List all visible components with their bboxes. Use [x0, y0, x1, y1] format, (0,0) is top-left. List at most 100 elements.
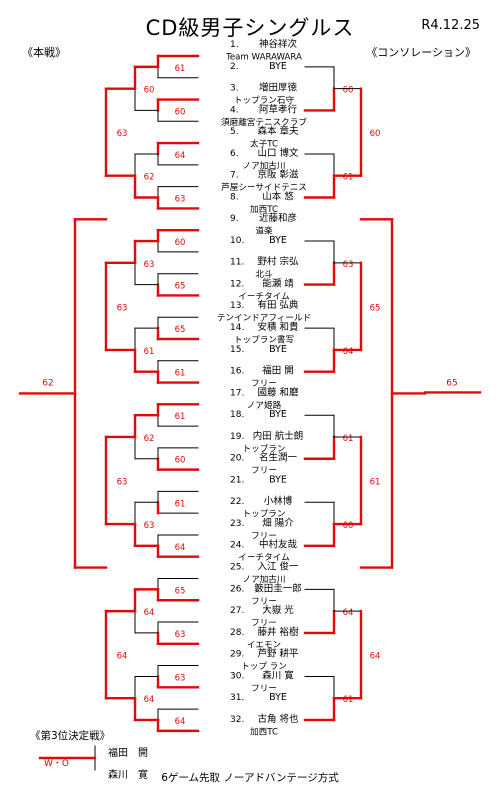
- player-club: ノア加古川: [243, 573, 286, 585]
- player-club: 道楽: [255, 225, 273, 237]
- score-label: 65: [175, 586, 186, 596]
- entry-number: 17.: [230, 388, 244, 398]
- score-label: 61: [343, 434, 354, 444]
- score-label: 63: [117, 129, 128, 139]
- entry-number: 4.: [230, 105, 239, 115]
- entry-number: 27.: [230, 606, 244, 616]
- score-label: 60: [175, 456, 186, 466]
- player-club: 須磨離宮テニスクラブ: [221, 116, 307, 128]
- score-label: 60: [144, 86, 155, 96]
- player-club: トップラン: [243, 509, 286, 520]
- player-name: 古角 将也: [257, 713, 299, 725]
- score-label: 64: [144, 695, 155, 705]
- entry-number: 2.: [230, 62, 239, 72]
- entry-number: 23.: [230, 519, 244, 529]
- score-label: 62: [144, 173, 155, 183]
- score-label: 63: [144, 260, 155, 270]
- player-club: イーチタイム: [238, 291, 290, 302]
- player-name: 増田厚徳: [259, 82, 298, 94]
- player-club: フリー: [251, 466, 277, 476]
- player-club: 加西TC: [250, 726, 278, 737]
- player-name: 山本 悠: [262, 190, 294, 202]
- entry-number: 32.: [230, 715, 244, 725]
- player-club: フリー: [251, 597, 277, 607]
- third-place-player-1: 福田 開: [108, 748, 148, 759]
- player-club: イーチタイム: [238, 552, 290, 563]
- player-name: BYE: [269, 692, 287, 703]
- player-name: 藤井 裕樹: [257, 626, 299, 638]
- score-label: 64: [144, 608, 155, 618]
- entry-number: 24.: [230, 541, 244, 551]
- entry-number: 28.: [230, 628, 244, 638]
- main-draw-label: 《本戦》: [22, 46, 66, 59]
- player-name: 中村友哉: [259, 539, 298, 551]
- third-place-result: W・O: [44, 759, 69, 769]
- player-club: テンインドアフィールド: [217, 313, 311, 324]
- player-club: ノア姫路: [247, 399, 282, 411]
- entry-number: 30.: [230, 671, 244, 681]
- player-club: フリー: [251, 619, 277, 629]
- player-name: 畑 陽介: [262, 517, 294, 529]
- entry-number: 26.: [230, 584, 244, 594]
- player-name: 小林博: [264, 495, 293, 507]
- player-name: 芦野 耕平: [257, 648, 299, 660]
- entry-number: 9.: [230, 214, 239, 224]
- score-label: 61: [175, 499, 186, 509]
- score-label: 63: [175, 195, 186, 205]
- player-name: BYE: [269, 409, 287, 420]
- score-label: 64: [343, 347, 354, 357]
- score-label: 65: [370, 303, 381, 313]
- player-name: BYE: [269, 344, 287, 355]
- player-name: 近藤和彦: [259, 212, 297, 224]
- score-label: 61: [175, 64, 186, 74]
- score-label: 61: [175, 369, 186, 379]
- player-name: 入江 俊一: [257, 560, 299, 572]
- entry-number: 8.: [230, 192, 239, 202]
- player-name: 野村 宗弘: [257, 256, 299, 268]
- score-label: 61: [175, 412, 186, 422]
- score-label: 60: [175, 238, 186, 248]
- player-club: 加西TC: [250, 204, 278, 215]
- consolation-final-score: 65: [446, 378, 457, 388]
- entry-number: 7.: [230, 171, 239, 181]
- player-name: 福田 開: [262, 365, 294, 377]
- player-club: Team WARAWARA: [225, 53, 302, 63]
- player-club: トップラン: [243, 443, 286, 454]
- entry-number: 13.: [230, 301, 244, 311]
- score-label: 61: [144, 347, 155, 357]
- score-label: 62: [144, 434, 155, 444]
- entry-number: 11.: [230, 258, 244, 268]
- player-club: フリー: [251, 684, 277, 694]
- player-name: 神谷祥次: [259, 38, 298, 50]
- score-label: 60: [343, 86, 354, 96]
- player-club: フリー: [251, 379, 277, 389]
- event-date: R4.12.25: [421, 18, 480, 33]
- entry-number: 21.: [230, 475, 244, 485]
- player-club: イエモン: [247, 640, 281, 650]
- player-name: BYE: [269, 474, 287, 485]
- score-label: 63: [175, 630, 186, 640]
- player-club: 北斗: [255, 269, 273, 280]
- player-name: 内田 航士朗: [253, 430, 304, 442]
- score-label: 63: [117, 303, 128, 313]
- player-name: 有田 弘典: [257, 299, 299, 311]
- entry-number: 1.: [230, 40, 239, 50]
- third-place-player-2: 森川 寛: [108, 770, 148, 781]
- third-place-title: 《第3位決定戦》: [30, 730, 111, 742]
- entry-number: 14.: [230, 323, 244, 333]
- player-name: 森本 章夫: [257, 125, 299, 137]
- score-label: 60: [175, 107, 186, 117]
- player-name: 大嶽 光: [262, 604, 294, 616]
- player-club: 芦屋シーサイドテニス: [221, 182, 307, 193]
- score-label: 60: [370, 129, 381, 139]
- match-format-note: 6ゲーム先取 ノーアドバンテージ方式: [161, 772, 339, 784]
- score-label: 63: [175, 673, 186, 683]
- score-label: 64: [343, 608, 354, 618]
- entry-number: 18.: [230, 410, 244, 420]
- player-club: フリー: [251, 531, 277, 541]
- entry-number: 31.: [230, 693, 244, 703]
- score-label: 64: [175, 151, 186, 161]
- player-name: BYE: [269, 235, 287, 246]
